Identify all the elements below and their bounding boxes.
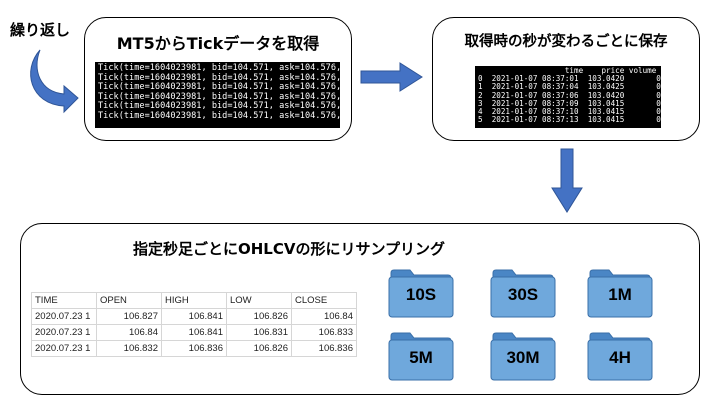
table-cell: 106.84 <box>291 308 357 325</box>
table-cell: 106.826 <box>226 308 292 325</box>
column-header: HIGH <box>161 292 227 309</box>
table-cell: 2020.07.23 1 <box>31 340 97 357</box>
ohlc-table: TIME OPEN HIGH LOW CLOSE 2020.07.23 1 10… <box>31 292 357 357</box>
step1-box: MT5からTickデータを取得 Tick(time=1604023981, bi… <box>84 17 352 141</box>
seconds-line: 4 2021-01-07 08:37:10 103.0415 0 <box>478 107 661 117</box>
step3-box: 指定秒足ごとにOHLCVの形にリサンプリング TIME OPEN HIGH LO… <box>20 223 700 395</box>
tick-line: Tick(time=1604023981, bid=104.571, ask=1… <box>98 72 340 83</box>
tick-line: Tick(time=1604023981, bid=104.571, ask=1… <box>98 91 340 102</box>
table-cell: 106.841 <box>161 308 227 325</box>
table-cell: 106.84 <box>96 324 162 341</box>
tick-line: Tick(time=1604023981, bid=104.571, ask=1… <box>98 110 340 121</box>
table-cell: 106.827 <box>96 308 162 325</box>
folder-label: 1M <box>608 285 632 304</box>
table-header-row: TIME OPEN HIGH LOW CLOSE <box>31 292 357 309</box>
folder-icon <box>490 269 556 318</box>
folder-label: 10S <box>405 285 437 304</box>
folder-icon <box>587 332 653 381</box>
folder-icon <box>388 269 454 318</box>
folder-30s[interactable]: 30S <box>490 268 556 318</box>
folder-5m[interactable]: 5M <box>388 331 454 381</box>
step1-title: MT5からTickデータを取得 <box>116 34 320 53</box>
seconds-header: time price volume <box>478 66 657 75</box>
folder-icon <box>587 269 653 318</box>
column-header: LOW <box>226 292 292 309</box>
tick-line: Tick(time=1604023981, bid=104.571, ask=1… <box>98 63 340 73</box>
step2-title: 取得時の秒が変わるごとに保存 <box>464 34 668 50</box>
curved-arrow-icon <box>30 49 79 114</box>
column-header: OPEN <box>96 292 162 309</box>
folder-1m[interactable]: 1M <box>587 268 653 318</box>
seconds-line: 3 2021-01-07 08:37:09 103.0415 0 <box>478 98 661 108</box>
table-cell: 106.841 <box>161 324 227 341</box>
folder-icon <box>388 332 454 381</box>
folder-10s[interactable]: 10S <box>388 268 454 318</box>
table-cell: 2020.07.23 1 <box>31 324 97 341</box>
tick-output: Tick(time=1604023981, bid=104.571, ask=1… <box>95 62 340 128</box>
tick-line: Tick(time=1604023981, bid=104.571, ask=1… <box>98 101 340 112</box>
table-row: 2020.07.23 1 106.827 106.841 106.826 106… <box>31 308 357 325</box>
step3-title: 指定秒足ごとにOHLCVの形にリサンプリング <box>133 240 446 258</box>
table-cell: 106.833 <box>291 324 357 341</box>
table-cell: 106.836 <box>161 340 227 357</box>
table-cell: 2020.07.23 1 <box>31 308 97 325</box>
table-cell: 106.826 <box>226 340 292 357</box>
seconds-line: 2 2021-01-07 08:37:06 103.0420 0 <box>478 90 661 100</box>
folder-4h[interactable]: 4H <box>587 331 653 381</box>
folder-label: 30S <box>507 285 539 304</box>
folder-label: 30M <box>506 348 540 367</box>
table-cell: 106.836 <box>291 340 357 357</box>
repeat-label: 繰り返し <box>10 21 71 39</box>
seconds-line: 1 2021-01-07 08:37:04 103.0425 0 <box>478 82 661 92</box>
folder-icon <box>490 332 556 381</box>
table-cell: 106.832 <box>96 340 162 357</box>
folder-label: 4H <box>609 348 631 367</box>
down-arrow-icon <box>551 148 583 213</box>
table-row: 2020.07.23 1 106.84 106.841 106.831 106.… <box>31 324 357 341</box>
seconds-line: 0 2021-01-07 08:37:01 103.0420 0 <box>478 74 661 84</box>
column-header: CLOSE <box>291 292 357 309</box>
tick-line: Tick(time=1604023981, bid=104.571, ask=1… <box>98 82 340 93</box>
table-cell: 106.831 <box>226 324 292 341</box>
seconds-line: 5 2021-01-07 08:37:13 103.0415 0 <box>478 115 661 125</box>
table-row: 2020.07.23 1 106.832 106.836 106.826 106… <box>31 340 357 357</box>
folder-label: 5M <box>409 348 433 367</box>
folder-30m[interactable]: 30M <box>490 331 556 381</box>
column-header: TIME <box>31 292 97 309</box>
right-arrow-icon <box>360 62 423 92</box>
